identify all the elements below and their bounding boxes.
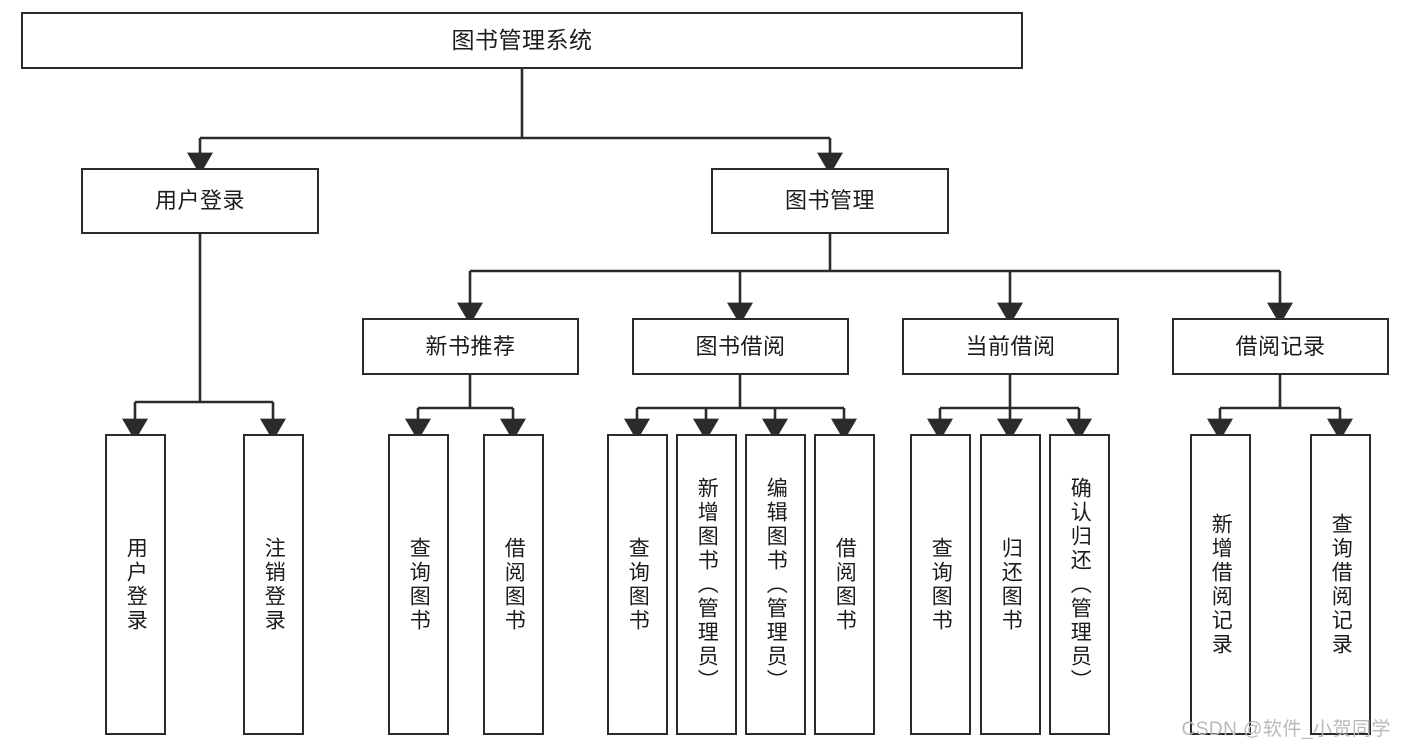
- node-book-borrow[interactable]: 图书借阅: [632, 318, 849, 375]
- node-leaf-borrow-book-newbook[interactable]: 借阅图书: [483, 434, 544, 735]
- node-leaf-label: 用户登录: [124, 536, 148, 633]
- node-leaf-query-book-current[interactable]: 查询图书: [910, 434, 971, 735]
- node-leaf-label: 注销登录: [262, 536, 286, 633]
- node-book-borrow-label: 图书借阅: [695, 333, 786, 359]
- node-leaf-label: 查询图书: [626, 536, 650, 633]
- node-leaf-user-login[interactable]: 用户登录: [105, 434, 166, 735]
- node-borrow-record-label: 借阅记录: [1235, 333, 1326, 359]
- node-new-book-recommend[interactable]: 新书推荐: [362, 318, 579, 375]
- node-root-label: 图书管理系统: [451, 27, 593, 54]
- node-leaf-label: 归还图书: [999, 536, 1023, 633]
- node-leaf-confirm-return-admin[interactable]: 确认归还（管理员）: [1049, 434, 1110, 735]
- node-leaf-label: 确认归还（管理员）: [1068, 476, 1092, 693]
- node-leaf-logout[interactable]: 注销登录: [243, 434, 304, 735]
- node-leaf-query-book-newbook[interactable]: 查询图书: [388, 434, 449, 735]
- node-leaf-label: 查询借阅记录: [1329, 512, 1353, 657]
- node-new-book-recommend-label: 新书推荐: [425, 333, 516, 359]
- node-current-borrow[interactable]: 当前借阅: [902, 318, 1119, 375]
- node-root[interactable]: 图书管理系统: [21, 12, 1023, 69]
- node-book-manage-label: 图书管理: [784, 188, 875, 214]
- node-leaf-return-book[interactable]: 归还图书: [980, 434, 1041, 735]
- node-leaf-add-borrow-record[interactable]: 新增借阅记录: [1190, 434, 1251, 735]
- node-leaf-label: 借阅图书: [502, 536, 526, 633]
- node-leaf-borrow-book[interactable]: 借阅图书: [814, 434, 875, 735]
- node-leaf-label: 新增借阅记录: [1209, 512, 1233, 657]
- node-leaf-label: 新增图书（管理员）: [695, 476, 719, 693]
- node-user-login[interactable]: 用户登录: [81, 168, 319, 234]
- node-user-login-label: 用户登录: [154, 188, 245, 214]
- node-leaf-query-borrow-record[interactable]: 查询借阅记录: [1310, 434, 1371, 735]
- node-book-manage[interactable]: 图书管理: [711, 168, 949, 234]
- watermark: CSDN @软件_小贺同学: [1181, 719, 1391, 740]
- node-leaf-label: 借阅图书: [833, 536, 857, 633]
- node-leaf-label: 查询图书: [929, 536, 953, 633]
- node-borrow-record[interactable]: 借阅记录: [1172, 318, 1389, 375]
- node-current-borrow-label: 当前借阅: [965, 333, 1056, 359]
- node-leaf-label: 查询图书: [407, 536, 431, 633]
- node-leaf-label: 编辑图书（管理员）: [764, 476, 788, 693]
- node-leaf-query-book-borrow[interactable]: 查询图书: [607, 434, 668, 735]
- node-leaf-edit-book-admin[interactable]: 编辑图书（管理员）: [745, 434, 806, 735]
- node-leaf-add-book-admin[interactable]: 新增图书（管理员）: [676, 434, 737, 735]
